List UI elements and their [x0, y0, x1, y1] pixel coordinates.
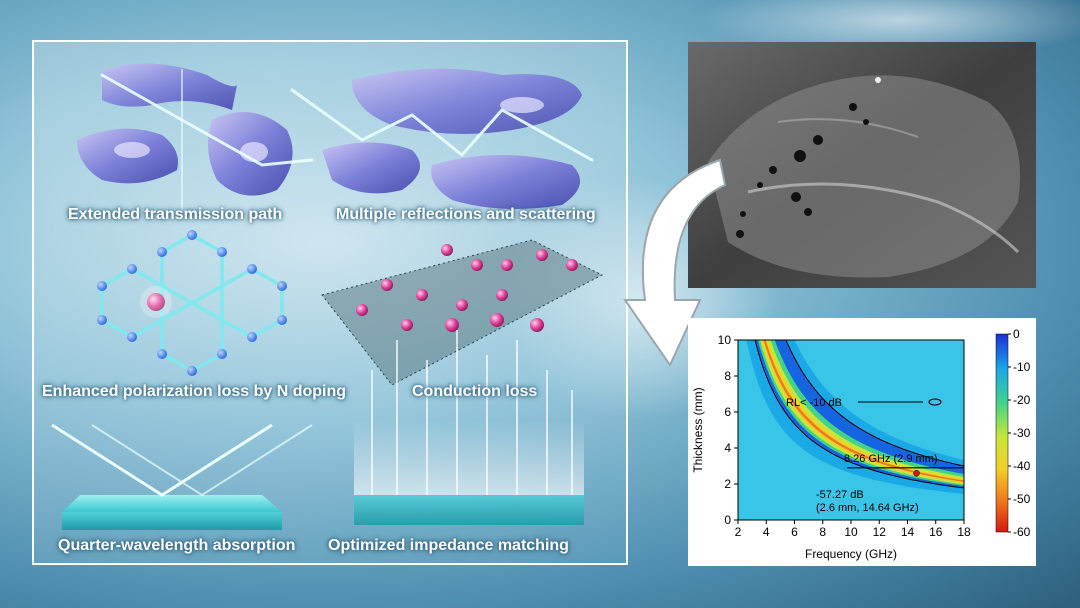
x-tick-label: 14 [901, 525, 915, 539]
rl-contour-line [785, 340, 964, 467]
colorbar-tick-label: -60 [1013, 525, 1031, 539]
rl-bands [746, 340, 964, 494]
label-conduction-loss: Conduction loss [412, 383, 538, 400]
rl-band [762, 340, 964, 483]
label-polarization-loss: Enhanced polarization loss by N doping [42, 383, 347, 400]
x-tick-label: 2 [735, 525, 742, 539]
colorbar-tick-label: -40 [1013, 459, 1031, 473]
colorbar-tick-label: -30 [1013, 426, 1031, 440]
y-tick-label: 2 [724, 477, 731, 491]
colorbar-tick-label: 0 [1013, 327, 1020, 341]
label-impedance-matching: Optimized impedance matching [328, 537, 569, 554]
label-multiple-reflections: Multiple reflections and scattering [336, 206, 596, 223]
colorbar [995, 333, 1009, 533]
rl-contour-line [754, 340, 964, 489]
colorbar-tick-label: -20 [1013, 393, 1031, 407]
colorbar-tick-label: -10 [1013, 360, 1031, 374]
x-tick-label: 16 [929, 525, 943, 539]
x-axis-label: Frequency (GHz) [805, 547, 897, 561]
label-quarter-wavelength: Quarter-wavelength absorption [58, 537, 296, 554]
annotation-rl: RL< -10 dB [786, 397, 842, 409]
annotation-min-value: -57.27 dB [816, 489, 864, 501]
annotation-bandwidth: 8.26 GHz (2.9 mm) [844, 453, 938, 465]
curved-arrow [623, 158, 727, 368]
mechanism-illustration [51, 63, 604, 530]
graphene-sheets-left [77, 63, 293, 196]
x-tick-label: 8 [819, 525, 826, 539]
y-tick-label: 10 [718, 333, 732, 347]
y-tick-label: 6 [724, 405, 731, 419]
x-tick-label: 10 [844, 525, 858, 539]
graphene-sheets-right [322, 68, 582, 209]
n-doped-hexagon-lattice [100, 232, 284, 374]
x-tick-label: 18 [957, 525, 971, 539]
quarter-wavelength-slab [51, 423, 313, 530]
lattice-nodes [97, 230, 287, 376]
light-beams-top [100, 69, 594, 211]
nitrogen-dopant [147, 293, 165, 311]
dopant-glow [140, 286, 172, 318]
x-tick-label: 6 [791, 525, 798, 539]
impedance-slab [354, 330, 584, 525]
y-tick-label: 4 [724, 441, 731, 455]
conduction-sheet [321, 239, 604, 386]
electron-carriers [356, 244, 578, 332]
colorbar-tick-label: -50 [1013, 492, 1031, 506]
y-tick-label: 8 [724, 369, 731, 383]
label-extended-transmission: Extended transmission path [68, 206, 283, 223]
annotation-rl-loop [928, 398, 942, 406]
x-tick-label: 12 [873, 525, 887, 539]
x-tick-label: 4 [763, 525, 770, 539]
min-rl-point [913, 469, 920, 477]
sem-micrograph [688, 42, 1036, 288]
y-axis-label: Thickness (mm) [691, 387, 705, 472]
annotation-min-point: (2.6 mm, 14.64 GHz) [816, 502, 919, 514]
y-tick-label: 0 [724, 513, 731, 527]
